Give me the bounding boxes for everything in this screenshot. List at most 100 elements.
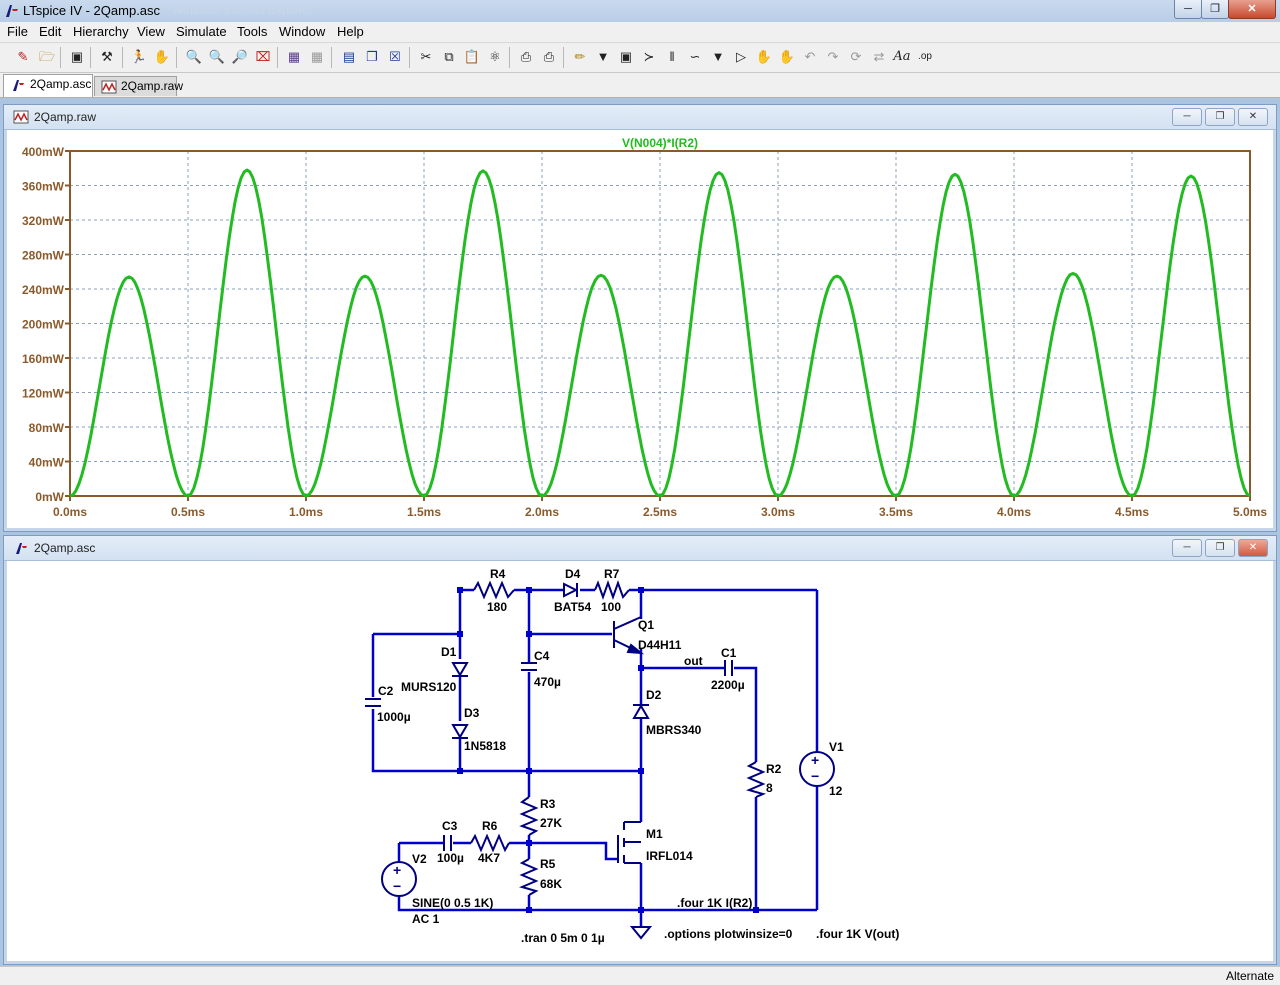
ref-R2[interactable]: R2 [766,762,782,776]
label-icon[interactable]: ▣ [619,49,633,64]
inductor-icon[interactable]: ∽ [689,49,701,64]
schematic-drawing[interactable]: + − + − R4 180 D4 BAT54 R7 100 Q1 D44H11… [8,563,1272,960]
v2-ac-spec[interactable]: AC 1 [412,912,440,926]
value-Q1[interactable]: D44H11 [638,638,682,652]
ref-R3[interactable]: R3 [540,797,556,811]
ref-V1[interactable]: V1 [829,740,844,754]
directive-four-i[interactable]: .four 1K I(R2) [677,896,752,910]
rotate-icon[interactable]: ⟳ [850,49,862,64]
drag-icon[interactable]: ✋ [778,49,796,64]
draw-wire-icon[interactable]: ✏ [574,49,586,64]
menu-simulate[interactable]: Simulate [176,24,227,39]
value-C3[interactable]: 100µ [437,851,464,865]
schematic-close-button[interactable]: ✕ [1238,539,1268,557]
directive-options[interactable]: .options plotwinsize=0 [664,927,793,941]
value-V2[interactable]: SINE(0 0.5 1K) [412,896,493,910]
ref-V2[interactable]: V2 [412,852,427,866]
component-icon[interactable]: ▷ [736,49,746,64]
tab-2qamp-raw[interactable]: 2Qamp.raw [94,76,183,96]
zoom-in-icon[interactable]: 🔍 [185,49,203,64]
ref-D3[interactable]: D3 [464,706,480,720]
ref-C1[interactable]: C1 [721,646,737,660]
tile-horizontal-icon[interactable]: ▤ [342,49,356,64]
menu-edit[interactable]: Edit [39,24,62,39]
ref-D4[interactable]: D4 [565,567,581,581]
value-R4[interactable]: 180 [487,600,507,614]
restore-button[interactable]: ❐ [1201,0,1229,19]
capacitor-icon[interactable]: ‖ [669,49,675,64]
diode-icon[interactable]: ▼ [711,49,725,64]
print-icon[interactable]: ⎙ [543,49,555,64]
waveform-chart[interactable]: 0mW40mW80mW120mW160mW200mW240mW280mW320m… [8,132,1272,527]
value-D4[interactable]: BAT54 [554,600,591,614]
value-V1[interactable]: 12 [829,784,843,798]
schematic-canvas[interactable]: + − + − R4 180 D4 BAT54 R7 100 Q1 D44H11… [8,563,1272,960]
value-C4[interactable]: 470µ [534,675,561,689]
menu-help[interactable]: Help [337,24,364,39]
zoom-out-icon[interactable]: 🔎 [231,49,249,64]
menu-file[interactable]: File [7,24,28,39]
spice-directive-icon[interactable]: .op [918,51,932,62]
tab-2qamp-asc[interactable]: 2Qamp.asc [3,74,93,97]
value-R7[interactable]: 100 [601,600,621,614]
close-button[interactable]: ✕ [1228,0,1276,19]
new-schematic-icon[interactable]: ✎ [17,49,29,64]
autorange-icon[interactable]: ▦ [287,49,301,64]
value-R6[interactable]: 4K7 [478,851,500,865]
save-icon[interactable]: ▣ [70,49,84,64]
menu-view[interactable]: View [137,24,165,39]
copy-icon[interactable]: ⧉ [444,49,454,64]
pan-icon[interactable]: 🔍 [208,49,226,64]
menu-tools[interactable]: Tools [237,24,268,39]
schematic-minimize-button[interactable]: ─ [1172,539,1202,557]
ref-R4[interactable]: R4 [490,567,506,581]
text-icon[interactable]: Aa [893,49,911,64]
net-label-out[interactable]: out [684,654,703,668]
minimize-button[interactable]: ─ [1174,0,1202,19]
ref-D1[interactable]: D1 [441,645,457,659]
ref-R6[interactable]: R6 [482,819,498,833]
cut-icon[interactable]: ✂ [420,49,432,64]
grid-icon[interactable]: ▦ [310,49,324,64]
halt-icon[interactable]: ✋ [153,49,171,64]
value-C2[interactable]: 1000µ [377,710,411,724]
resistor-icon[interactable]: ≻ [643,49,655,64]
zoom-fit-icon[interactable]: ⌧ [255,49,271,64]
value-M1[interactable]: IRFL014 [646,849,693,863]
waveform-minimize-button[interactable]: ─ [1172,108,1202,126]
print-setup-icon[interactable]: ⎙ [520,49,532,64]
ref-C3[interactable]: C3 [442,819,458,833]
value-C1[interactable]: 2200µ [711,678,745,692]
ref-R7[interactable]: R7 [604,567,620,581]
ref-Q1[interactable]: Q1 [638,618,654,632]
ref-D2[interactable]: D2 [646,688,662,702]
mirror-icon[interactable]: ⇄ [873,49,885,64]
waveform-restore-button[interactable]: ❐ [1205,108,1235,126]
value-R3[interactable]: 27K [540,816,562,830]
find-icon[interactable]: ⚛ [489,49,501,64]
value-R2[interactable]: 8 [766,781,773,795]
move-icon[interactable]: ✋ [755,49,773,64]
value-D1[interactable]: MURS120 [401,680,457,694]
ref-R5[interactable]: R5 [540,857,556,871]
close-window-icon[interactable]: ☒ [389,49,401,64]
menu-hierarchy[interactable]: Hierarchy [73,24,129,39]
open-icon[interactable]: 🗁 [38,49,56,64]
ground-icon[interactable]: ▼ [596,49,610,64]
value-D2[interactable]: MBRS340 [646,723,702,737]
menu-window[interactable]: Window [279,24,326,39]
waveform-close-button[interactable]: ✕ [1238,108,1268,126]
ref-C2[interactable]: C2 [378,684,394,698]
ref-C4[interactable]: C4 [534,649,550,663]
run-icon[interactable]: 🏃 [130,49,148,64]
paste-icon[interactable]: 📋 [463,49,481,64]
value-R5[interactable]: 68K [540,877,562,891]
directive-tran[interactable]: .tran 0 5m 0 1µ [521,931,605,945]
undo-icon[interactable]: ↶ [804,49,816,64]
series-line[interactable] [69,168,1251,498]
cascade-icon[interactable]: ❐ [366,49,378,64]
directive-four-v[interactable]: .four 1K V(out) [816,927,899,941]
control-panel-icon[interactable]: ⚒ [101,49,113,64]
value-D3[interactable]: 1N5818 [464,739,506,753]
